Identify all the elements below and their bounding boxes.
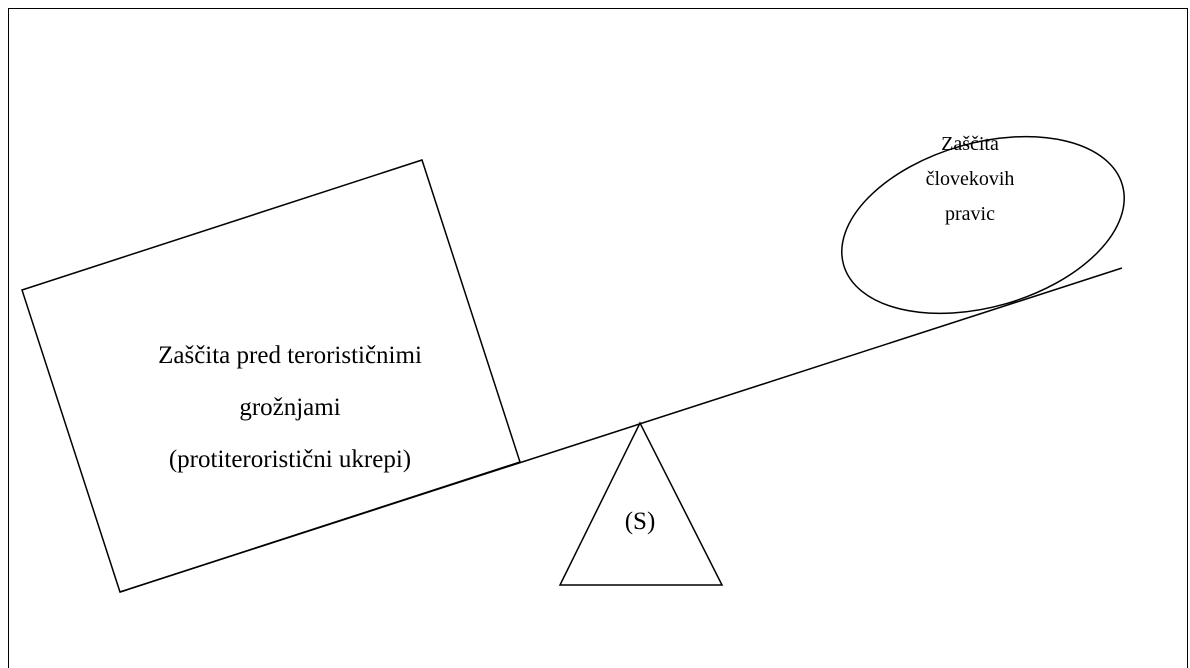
balance-scale-diagram [21, 135, 1125, 593]
ellipse-label: Zaščita človekovih pravic [900, 127, 1040, 232]
ellipse-label-line-1: Zaščita [941, 133, 999, 155]
box-label: Zaščita pred terorističnimi grožnjami (p… [80, 330, 500, 486]
fulcrum-label: (S) [624, 508, 656, 535]
fulcrum-triangle [558, 421, 724, 586]
weight-ellipse [841, 135, 1125, 315]
diagram-frame [8, 8, 1188, 668]
ellipse-label-line-3: pravic [945, 203, 995, 225]
box-label-line-3: (protiteroristični ukrepi) [168, 446, 412, 473]
weight-box [21, 159, 521, 593]
ellipse-label-line-2: človekovih [925, 168, 1015, 190]
box-label-line-1: Zaščita pred terorističnimi [158, 342, 422, 369]
box-label-line-2: grožnjami [239, 394, 341, 421]
